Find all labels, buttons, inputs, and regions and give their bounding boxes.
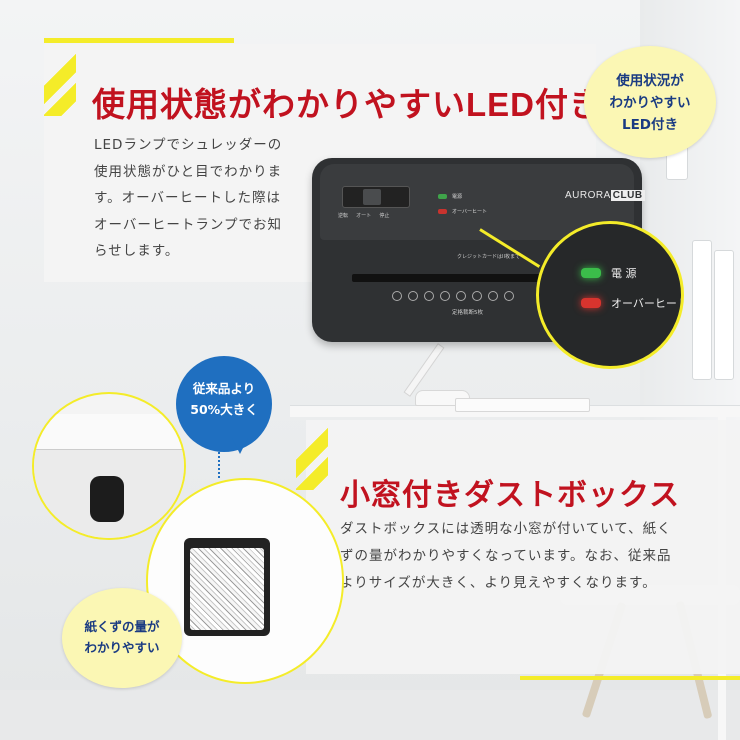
arrow-down-icon bbox=[232, 438, 248, 454]
capacity-label: 定格裁断5枚 bbox=[452, 310, 483, 316]
notebook bbox=[455, 398, 590, 412]
overheat-led-label: オーバーヒート bbox=[452, 209, 487, 215]
bubble-line: 使用状況が bbox=[616, 73, 684, 89]
dustbox-feature-description: ダストボックスには透明な小窓が付いていて、紙くずの量がわかりやすくなっています。… bbox=[340, 521, 672, 591]
binder bbox=[714, 250, 734, 380]
dustbox-window-closeup bbox=[32, 392, 186, 540]
badge-line: 従来品より bbox=[192, 381, 256, 396]
dustbox-window bbox=[90, 476, 124, 522]
brand-box: CLUB bbox=[610, 190, 645, 201]
floor bbox=[0, 690, 740, 740]
warning-icon bbox=[392, 291, 402, 301]
warning-icon bbox=[472, 291, 482, 301]
binder bbox=[692, 240, 712, 380]
switch-labels: 逆転 オート 停止 bbox=[338, 213, 390, 219]
dustbox-feature-title: 小窓付きダストボックス bbox=[340, 479, 681, 512]
size-badge-text: 従来品より 50%大きく bbox=[176, 378, 272, 420]
speech-bubble-text: 紙くずの量が わかりやすい bbox=[62, 616, 182, 658]
size-badge: 従来品より 50%大きく bbox=[176, 356, 272, 452]
power-led-zoom bbox=[581, 268, 601, 278]
shredded-paper bbox=[190, 548, 264, 630]
dotted-connector bbox=[218, 452, 268, 478]
power-led-label: 電源 bbox=[452, 194, 463, 200]
overheat-led bbox=[438, 209, 447, 214]
paper-slot bbox=[352, 274, 602, 282]
led-feature-title: 使用状態がわかりやすいLED付き bbox=[92, 86, 603, 123]
led-feature-description: LEDランプでシュレッダーの使用状態がひと目でわかります。オーバーヒートした際は… bbox=[94, 137, 283, 259]
power-led-zoom-label: 電 源 bbox=[611, 267, 637, 280]
warning-icon bbox=[504, 291, 514, 301]
speech-bubble-led: 使用状況が わかりやすい LED付き bbox=[584, 46, 716, 158]
accent-stripes bbox=[44, 44, 76, 116]
brand-text: AURORA bbox=[565, 190, 611, 201]
warning-icon bbox=[408, 291, 418, 301]
warning-icon bbox=[488, 291, 498, 301]
warning-icon bbox=[440, 291, 450, 301]
warning-icon bbox=[456, 291, 466, 301]
speech-bubble-dustbox: 紙くずの量が わかりやすい bbox=[62, 588, 182, 688]
accent-stripes bbox=[296, 418, 328, 490]
overheat-led-zoom-label: オーバーヒート bbox=[611, 297, 684, 310]
bubble-line: 紙くずの量が bbox=[84, 619, 160, 634]
bubble-line: わかりやすい bbox=[609, 95, 691, 111]
bubble-line: LED付き bbox=[621, 117, 679, 133]
warning-icon bbox=[424, 291, 434, 301]
dustbox-feature-panel bbox=[306, 420, 740, 674]
power-led bbox=[438, 194, 447, 199]
dustbox bbox=[184, 538, 270, 636]
bubble-line: わかりやすい bbox=[84, 640, 160, 655]
accent-strip bbox=[44, 38, 234, 43]
mode-switch bbox=[342, 186, 410, 208]
badge-line: 50%大きく bbox=[190, 402, 258, 417]
card-slot-label: クレジットカードはII枚まで bbox=[457, 254, 520, 260]
warning-icons bbox=[392, 291, 514, 301]
overheat-led-zoom bbox=[581, 298, 601, 308]
accent-strip bbox=[520, 676, 740, 680]
switch-knob bbox=[363, 189, 381, 205]
led-zoom-callout: 電 源 オーバーヒート bbox=[536, 221, 684, 369]
speech-bubble-text: 使用状況が わかりやすい LED付き bbox=[584, 70, 716, 136]
shredder-edge bbox=[34, 414, 184, 450]
